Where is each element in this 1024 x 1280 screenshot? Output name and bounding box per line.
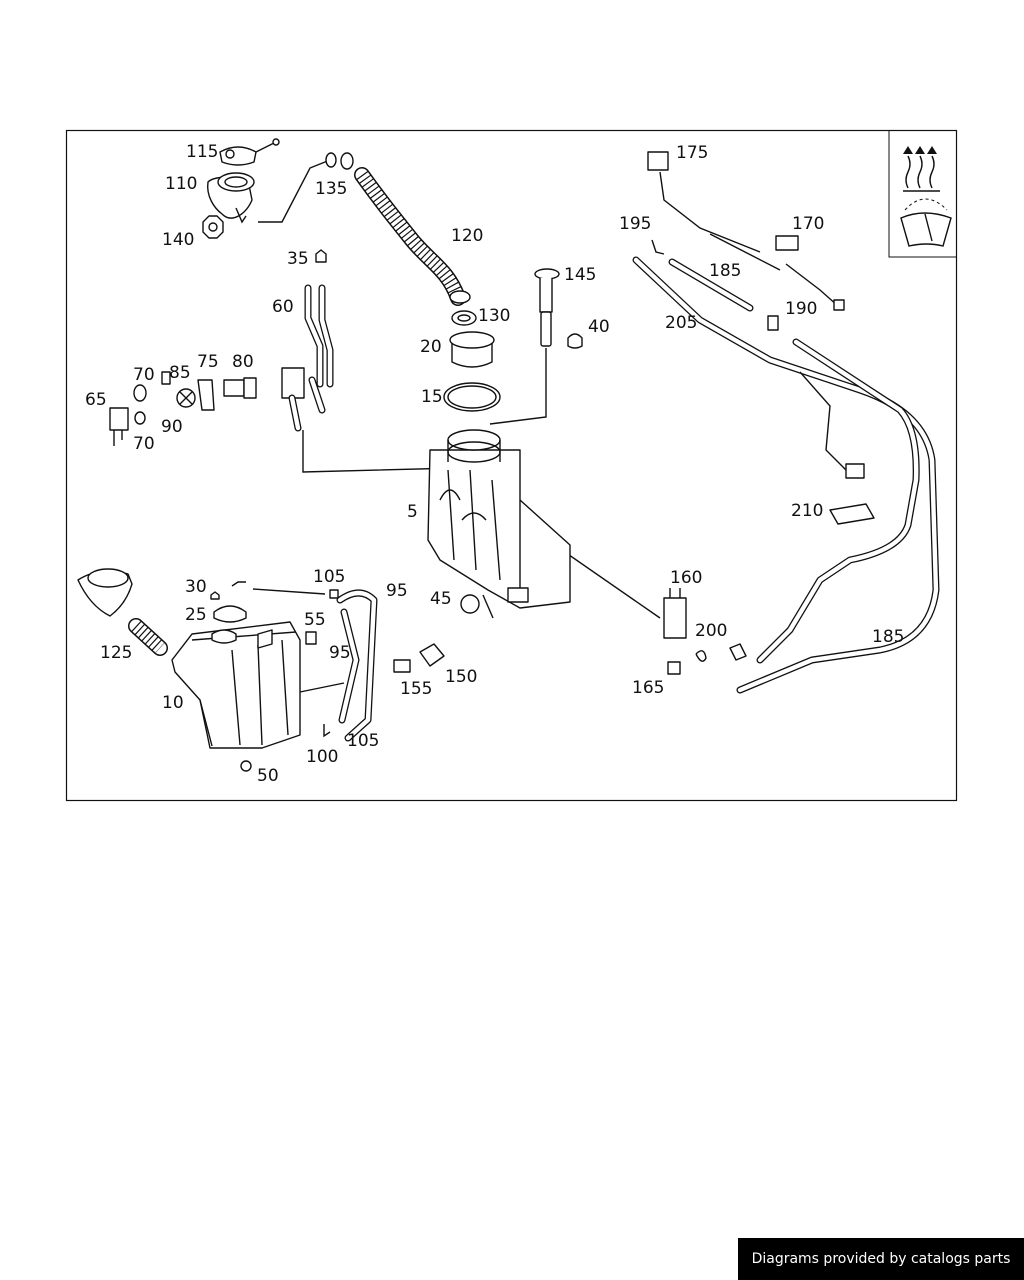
callout-label: 145	[564, 265, 596, 285]
callout-label: 15	[421, 387, 443, 407]
callout-label: 105	[347, 731, 379, 751]
hoses-95-105	[305, 589, 378, 742]
callout-label: 5	[407, 502, 418, 522]
callout-label: 95	[386, 581, 408, 601]
callout-label: 205	[665, 313, 697, 333]
grommet-45	[460, 594, 480, 614]
callout-label: 155	[400, 679, 432, 699]
callout-label: 75	[197, 352, 219, 372]
filler-neck-110	[202, 138, 280, 239]
callout-label: 200	[695, 621, 727, 641]
nozzle-lines-185	[632, 256, 940, 694]
callout-label: 120	[451, 226, 483, 246]
level-sensor-145	[534, 268, 583, 349]
callout-label: 140	[162, 230, 194, 250]
callout-label: 105	[313, 567, 345, 587]
callout-label: 100	[306, 747, 338, 767]
heater-wire-175	[647, 151, 875, 525]
callout-label: 25	[185, 605, 207, 625]
small-parts-65-90	[109, 371, 257, 446]
callout-label: 135	[315, 179, 347, 199]
callout-label: 80	[232, 352, 254, 372]
callout-label: 110	[165, 174, 197, 194]
callout-label: 210	[791, 501, 823, 521]
callout-label: 165	[632, 678, 664, 698]
callout-label: 10	[162, 693, 184, 713]
pump-assembly-20	[443, 310, 501, 412]
callout-label: 125	[100, 643, 132, 663]
callout-label: 195	[619, 214, 651, 234]
callout-label: 30	[185, 577, 207, 597]
elbow-125	[77, 568, 168, 656]
line-set-60	[281, 249, 334, 432]
callout-label: 55	[304, 610, 326, 630]
filler-hose-120	[340, 152, 471, 306]
leader-lines	[252, 159, 661, 693]
callout-label: 50	[257, 766, 279, 786]
callout-label: 45	[430, 589, 452, 609]
callout-label: 70	[133, 365, 155, 385]
pump-150-155	[393, 643, 445, 673]
callout-label: 190	[785, 299, 817, 319]
callout-label: 70	[133, 434, 155, 454]
credit-banner: Diagrams provided by catalogs parts	[738, 1238, 1024, 1280]
callout-label: 175	[676, 143, 708, 163]
callout-label: 90	[161, 417, 183, 437]
callout-label: 170	[792, 214, 824, 234]
gasket-135	[325, 152, 337, 168]
callout-label: 130	[478, 306, 510, 326]
reservoir-10	[171, 621, 301, 772]
callout-label: 40	[588, 317, 610, 337]
callout-label: 160	[670, 568, 702, 588]
diagram-frame	[65, 129, 958, 802]
parts-190-195	[651, 239, 779, 331]
washer-reservoir-5	[427, 429, 571, 609]
callout-label: 150	[445, 667, 477, 687]
callout-labels: 115 110 135 140 120 35 60 145 130 40 20 …	[85, 142, 904, 786]
callout-label: 60	[272, 297, 294, 317]
callout-label: 65	[85, 390, 107, 410]
callout-label: 85	[169, 363, 191, 383]
callout-label: 20	[420, 337, 442, 357]
heated-washer-symbol-icon	[888, 131, 956, 258]
pump-160-165-200	[663, 588, 747, 675]
callout-label: 35	[287, 249, 309, 269]
callout-label: 185	[872, 627, 904, 647]
parts-25-30	[210, 581, 247, 623]
callout-label: 115	[186, 142, 218, 162]
callout-label: 95	[329, 643, 351, 663]
callout-label: 185	[709, 261, 741, 281]
